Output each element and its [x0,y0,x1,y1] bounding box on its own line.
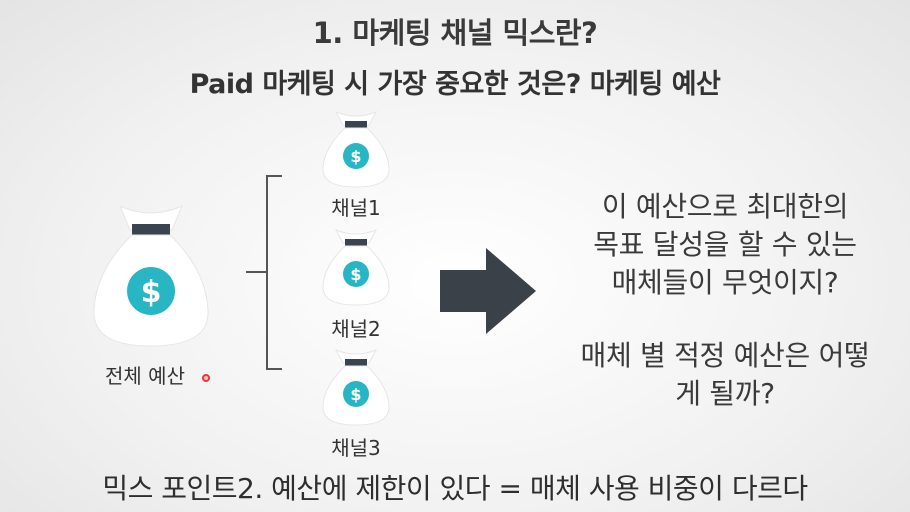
total-budget-bag: $ [86,200,216,348]
question-1-line-1: 이 예산으로 최대한의 [601,190,849,223]
channel3-bag: $ [318,346,394,426]
channel3-label: 채널3 [331,436,381,460]
channel1-bag: $ [318,108,394,188]
bracket-middle [246,271,268,273]
dollar-symbol: $ [350,385,361,404]
bracket-bottom [266,368,282,370]
question-1: 이 예산으로 최대한의 목표 달성을 할 수 있는 매체들이 무엇이지? [545,188,905,302]
question-2-line-1: 매체 별 적정 예산은 어떻 [580,339,870,372]
total-budget-label: 전체 예산 [105,364,185,388]
channel2-bag: $ [318,226,394,306]
right-arrow-icon [440,248,536,338]
money-bag-icon: $ [322,111,390,188]
question-2: 매체 별 적정 예산은 어떻 게 될까? [545,337,905,413]
dollar-symbol: $ [350,147,361,166]
question-1-line-2: 목표 달성을 할 수 있는 [593,228,857,261]
channel1-label: 채널1 [331,196,381,220]
channel2-label: 채널2 [331,317,381,341]
footer-text: 믹스 포인트2. 예산에 제한이 있다 = 매체 사용 비중이 다르다 [102,472,808,505]
dollar-symbol: $ [350,265,361,284]
cursor-indicator [202,374,210,382]
money-bag-icon: $ [322,349,390,426]
page-subtitle: Paid 마케팅 시 가장 중요한 것은? 마케팅 예산 [189,69,721,100]
money-bag-icon: $ [93,205,209,347]
dollar-symbol: $ [141,275,162,310]
question-1-line-3: 매체들이 무엇이지? [611,266,839,299]
question-2-line-2: 게 될까? [675,377,775,410]
money-bag-icon: $ [322,229,390,306]
page-title: 1. 마케팅 채널 믹스란? [312,16,598,50]
bracket-top [266,175,282,177]
